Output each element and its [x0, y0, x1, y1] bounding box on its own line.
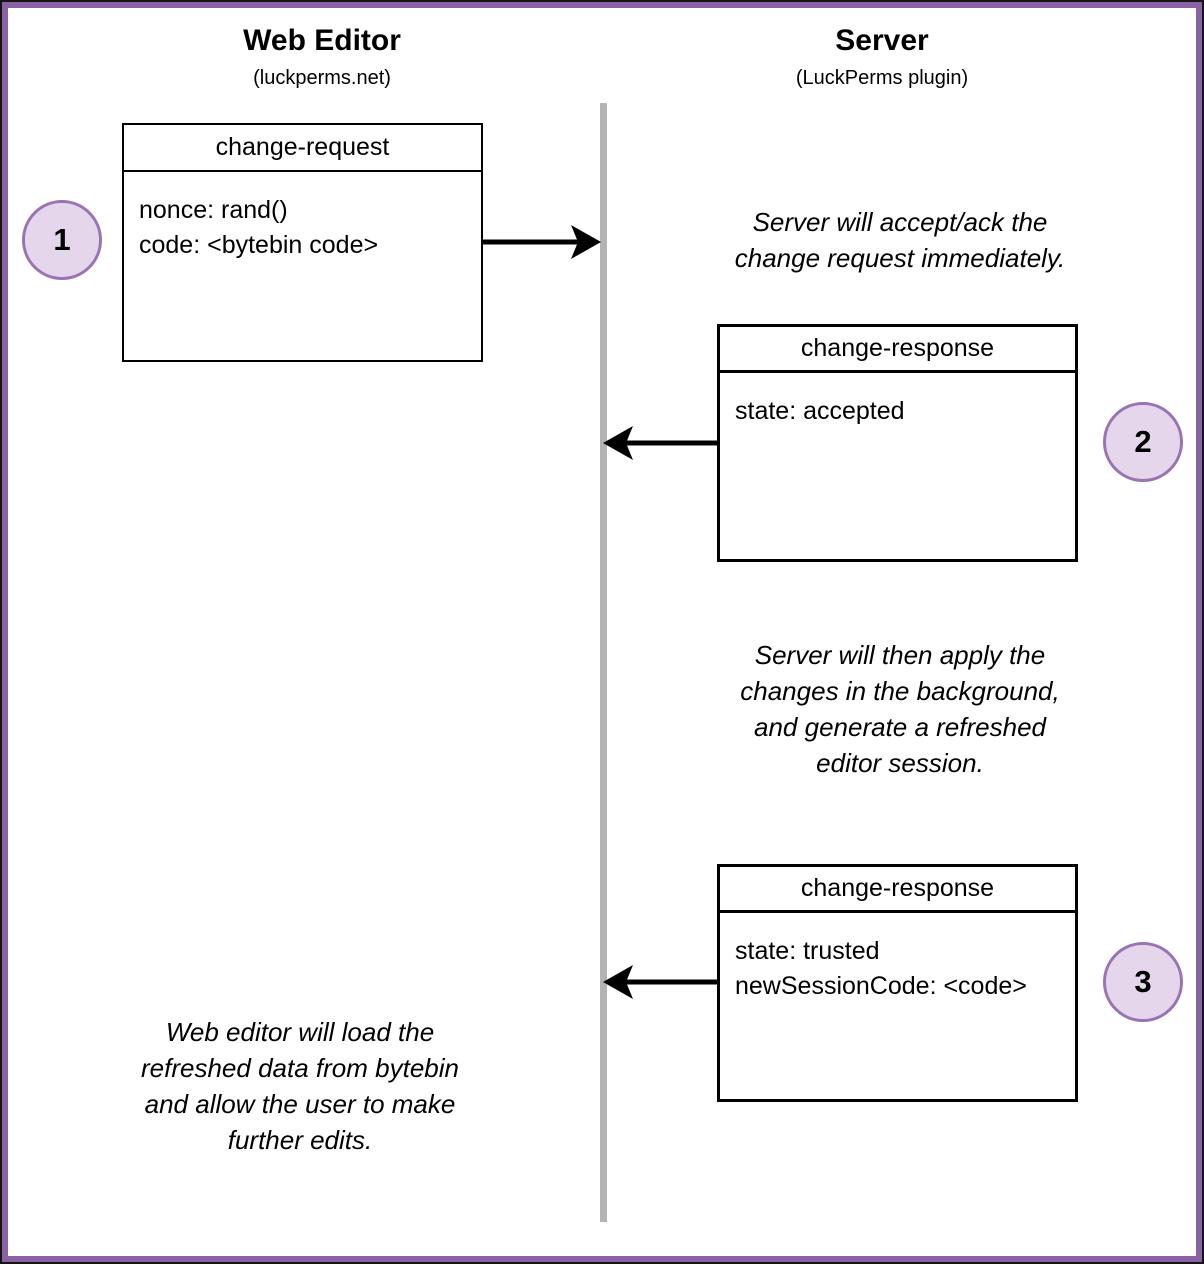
lifeline-divider [600, 103, 607, 1222]
step-number: 2 [1134, 424, 1152, 459]
step-number: 1 [53, 222, 71, 257]
message-box-body: state: trusted newSessionCode: <code> [720, 913, 1075, 1025]
note-server-apply: Server will then apply the changes in th… [688, 637, 1112, 781]
message-field: newSessionCode: <code> [735, 972, 1027, 1000]
arrow-left-icon [603, 965, 718, 999]
message-box-title: change-response [720, 327, 1075, 373]
note-line: refreshed data from bytebin [141, 1053, 459, 1083]
message-box-body: state: accepted [720, 373, 1075, 450]
message-field: code: <bytebin code> [139, 231, 379, 259]
message-box-change-request: change-request nonce: rand() code: <byte… [122, 123, 483, 362]
message-box-change-response-accepted: change-response state: accepted [717, 324, 1078, 562]
step-number: 3 [1134, 964, 1152, 999]
arrow-left-icon [603, 426, 718, 460]
note-web-editor-reload: Web editor will load the refreshed data … [88, 1014, 512, 1158]
note-line: Web editor will load the [165, 1017, 435, 1047]
participant-web-editor: Web Editor (luckperms.net) [122, 24, 522, 90]
note-line: changes in the background, [740, 676, 1060, 706]
step-badge-3: 3 [1103, 942, 1183, 1022]
step-badge-2: 2 [1103, 402, 1183, 482]
note-line: change request immediately. [734, 243, 1066, 273]
note-line: and generate a refreshed [754, 712, 1046, 742]
arrow-right-icon [481, 225, 601, 259]
participant-title: Web Editor [243, 24, 401, 57]
participant-subtitle: (LuckPerms plugin) [795, 67, 969, 89]
message-field: nonce: rand() [139, 196, 288, 224]
participant-subtitle: (luckperms.net) [253, 67, 391, 89]
note-line: editor session. [816, 748, 984, 778]
note-server-ack: Server will accept/ack the change reques… [688, 204, 1112, 276]
message-box-body: nonce: rand() code: <bytebin code> [124, 172, 481, 284]
message-box-title: change-response [720, 867, 1075, 913]
message-field: state: trusted [735, 937, 880, 965]
participant-server: Server (LuckPerms plugin) [682, 24, 1082, 90]
note-line: further edits. [227, 1125, 373, 1155]
message-field: state: accepted [735, 397, 905, 425]
note-line: and allow the user to make [144, 1089, 456, 1119]
participant-title: Server [835, 24, 929, 57]
message-box-title: change-request [124, 125, 481, 172]
step-badge-1: 1 [22, 200, 102, 280]
note-line: Server will accept/ack the [752, 207, 1048, 237]
note-line: Server will then apply the [754, 640, 1046, 670]
message-box-change-response-trusted: change-response state: trusted newSessio… [717, 864, 1078, 1102]
